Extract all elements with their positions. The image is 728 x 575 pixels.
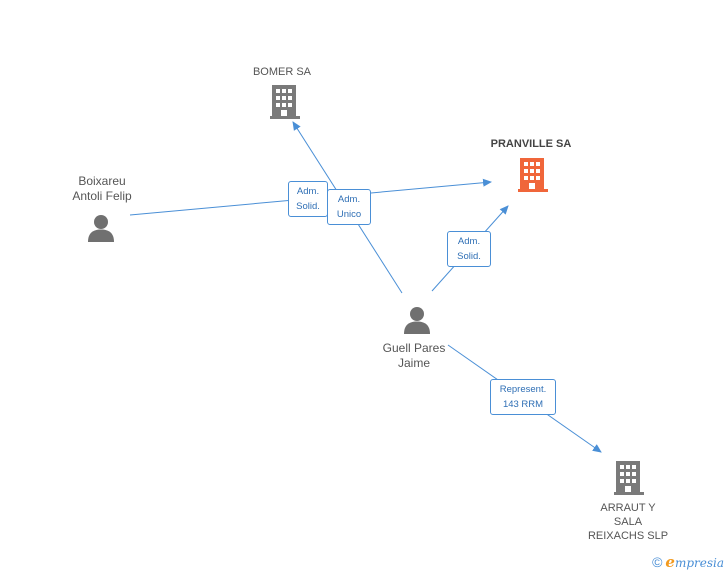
node-label-line: SALA [613,516,643,528]
node-label-guell[interactable]: Guell Pares Jaime [364,341,464,371]
node-label-pranville[interactable]: PRANVILLE SA [478,137,584,151]
person-icon[interactable] [88,215,114,242]
node-label-line: REIXACHS SLP [587,530,669,542]
brand-logo: empresia [665,553,724,571]
node-label-text: BOMER SA [252,66,312,78]
edge-label-guell-arraut[interactable]: Represent. 143 RRM [490,379,556,415]
building-icon[interactable] [518,158,548,192]
building-icon[interactable] [614,461,644,495]
building-icon[interactable] [270,85,300,119]
edge-label-guell-bomer[interactable]: Adm. Unico [327,189,371,225]
edge-label-line: Adm. [457,236,481,247]
edge-label-line: Represent. [499,384,547,395]
node-label-bomer[interactable]: BOMER SA [240,65,324,79]
person-icon[interactable] [404,307,430,334]
edge-label-line: Unico [336,209,362,220]
node-label-line: Boixareu [78,174,126,188]
edge-label-boixareu-pranville[interactable]: Adm. Solid. [288,181,328,217]
edge-label-guell-pranville[interactable]: Adm. Solid. [447,231,491,267]
node-label-text: PRANVILLE SA [490,138,572,150]
edge-label-line: Solid. [296,201,320,212]
edge-label-line: Solid. [457,251,481,262]
node-label-line: ARRAUT Y [600,502,656,514]
edge-label-line: Adm. [337,194,361,205]
empresia-watermark: © empresia [652,553,724,571]
brand-logo-e: e [665,553,675,571]
node-label-line: Guell Pares [382,341,446,355]
node-label-arraut[interactable]: ARRAUT Y SALA REIXACHS SLP [578,501,678,543]
copyright-symbol: © [652,554,663,570]
edge-label-line: Adm. [296,186,320,197]
edge-label-line: 143 RRM [502,399,544,410]
node-label-boixareu[interactable]: Boixareu Antoli Felip [52,174,152,204]
brand-logo-text: mpresia [674,556,724,570]
node-label-line: Jaime [397,356,430,370]
node-label-line: Antoli Felip [72,189,132,203]
